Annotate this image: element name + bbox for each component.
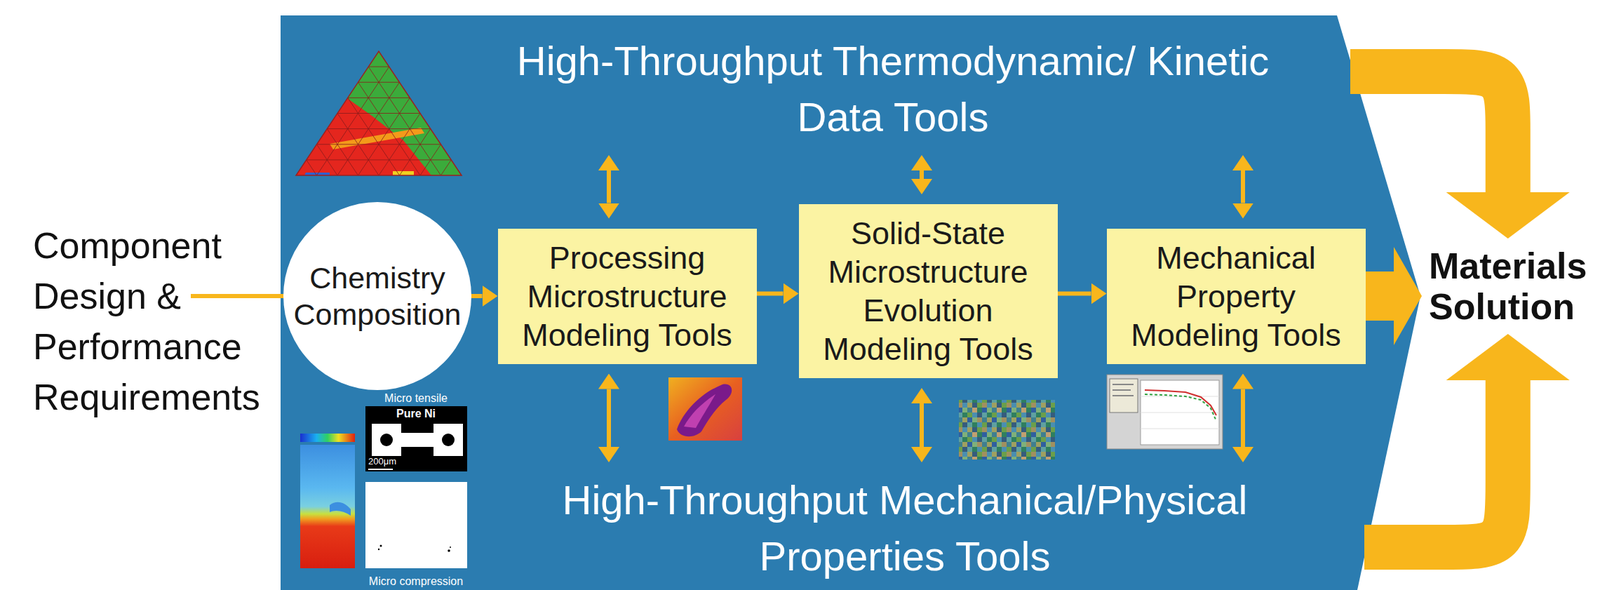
property-software-screenshot-part — [1109, 378, 1138, 413]
micro-tensile-image-part — [441, 433, 455, 447]
micro-compression-image — [365, 481, 468, 569]
property-software-screenshot-part — [1144, 390, 1217, 416]
ternary-phase-diagram-part — [306, 66, 452, 176]
ternary-phase-diagram-part — [296, 51, 462, 176]
micro-tensile-image — [365, 406, 468, 472]
processing-simulation-image-part — [683, 394, 716, 428]
image-caption: Micro compression — [368, 575, 463, 588]
heat-map — [300, 433, 355, 569]
solution-node: Materials Solution — [1428, 245, 1587, 327]
solution-text: Materials Solution — [1428, 245, 1587, 327]
flow-arrow — [919, 403, 924, 447]
micro-compression-image-part — [447, 549, 451, 553]
micro-compression-image-part — [378, 548, 380, 550]
tools-heading: High-Throughput Thermodynamic/ Kinetic D… — [507, 32, 1279, 146]
process-box: Solid-State Microstructure Evolution Mod… — [798, 204, 1058, 379]
property-software-screenshot-part — [1112, 389, 1131, 391]
flow-arrow — [756, 291, 784, 297]
block-arrow — [1365, 246, 1423, 346]
process-box: Mechanical Property Modeling Tools — [1106, 228, 1366, 365]
property-software-screenshot-part — [1140, 380, 1220, 445]
processing-simulation-image-part — [676, 384, 732, 438]
heat-map-part — [329, 502, 351, 516]
mech-tools-node: High-Throughput Mechanical/Physical Prop… — [483, 472, 1326, 585]
requirements-text: Component Design & Performance Requireme… — [32, 220, 286, 423]
processing-simulation-image — [668, 377, 743, 441]
curved-arrow — [1350, 71, 1509, 193]
curved-arrow — [1364, 380, 1509, 548]
flow-arrow — [1240, 170, 1246, 204]
sample-label: Pure Ni — [396, 407, 436, 421]
flow-arrow — [606, 389, 611, 448]
processing-simulation-image-part — [668, 377, 743, 441]
circle-outline — [282, 201, 473, 391]
flow-arrow — [606, 170, 611, 204]
micro-tensile-image-part — [365, 406, 468, 472]
property-software-screenshot-part — [1140, 396, 1220, 429]
flow-arrow — [1240, 389, 1246, 448]
circle-shape — [283, 202, 472, 391]
circle-label: Chemistry Composition — [288, 259, 467, 333]
flow-arrow — [1057, 291, 1092, 297]
ternary-phase-diagram-part — [392, 171, 414, 176]
ternary-phase-diagram-part — [329, 127, 425, 150]
micro-tensile-image-part — [368, 468, 393, 470]
blue-band — [280, 15, 1421, 590]
box-label: Solid-State Microstructure Evolution Mod… — [811, 213, 1046, 369]
microstructure-mosaic-part — [958, 399, 1055, 460]
property-software-screenshot — [1106, 374, 1223, 449]
process-box: Processing Microstructure Modeling Tools — [498, 228, 757, 365]
image-caption: Micro tensile — [384, 392, 448, 405]
property-software-screenshot-part — [1112, 394, 1134, 397]
heat-map-part — [300, 433, 355, 442]
box-label: Processing Microstructure Modeling Tools — [510, 238, 745, 355]
thermo-tools-node: High-Throughput Thermodynamic/ Kinetic D… — [507, 32, 1279, 146]
ternary-phase-diagram-part — [296, 51, 462, 176]
micro-compression-image-part — [365, 481, 468, 569]
flow-arrow — [472, 293, 483, 299]
ternary-phase-diagram — [296, 51, 462, 176]
microstructure-mosaic — [958, 399, 1055, 460]
micro-tensile-image-part — [380, 433, 393, 447]
tools-heading: High-Throughput Mechanical/Physical Prop… — [483, 472, 1326, 585]
flow-arrow — [919, 170, 924, 179]
micro-tensile-image-part — [371, 423, 463, 456]
property-software-screenshot-part — [1112, 383, 1134, 386]
scale-bar-label: 200μm — [368, 456, 397, 468]
property-software-screenshot-part — [1144, 394, 1217, 421]
box-label: Mechanical Property Modeling Tools — [1119, 238, 1354, 355]
heat-map-part — [300, 444, 355, 569]
requirements-node: Component Design & Performance Requireme… — [32, 220, 286, 423]
property-software-screenshot-part — [1106, 374, 1223, 449]
micro-compression-image-part — [449, 546, 452, 548]
chemistry-circle: Chemistry Composition — [282, 201, 473, 391]
micro-compression-image-part — [380, 545, 383, 548]
